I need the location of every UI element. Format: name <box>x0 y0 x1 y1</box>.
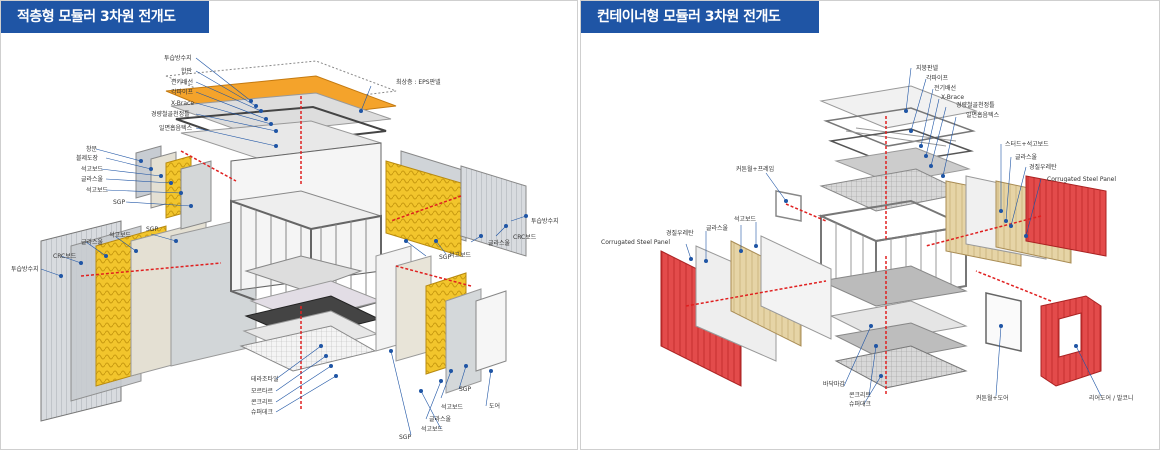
diagram-label: 최상층 : EPS판넬 <box>396 78 441 86</box>
diagram-label: SGP <box>459 386 471 393</box>
diagram-label: 커튼월+도어 <box>976 394 1009 402</box>
diagram-label: SGP <box>439 254 451 261</box>
diagram-label: X-Brace <box>941 94 964 101</box>
diagram-label: 석고보드 <box>441 403 464 411</box>
explode-arrows <box>80 96 472 411</box>
stacked-modular-diagram: 투습방수지 합판 전기배선 각파이프 X-Brace 경량철골천정틀 일면흡음텍… <box>11 54 559 441</box>
diagram-label: 전기배선 <box>171 78 193 86</box>
diagram-label: 석고보드 <box>86 186 109 194</box>
roof-layers <box>819 85 978 212</box>
diagram-label: Corrugated Steel Panel <box>601 239 670 246</box>
diagram-label: 지붕판넬 <box>916 64 939 72</box>
diagram-label: SGP <box>399 434 411 441</box>
diagram-label: 글라스울 <box>81 175 104 183</box>
diagram-label: 합판 <box>181 67 193 75</box>
diagram-label: 석고보드 <box>421 425 444 433</box>
diagram-label: 블제도장 <box>76 154 99 162</box>
diagram-label: 석고보드 <box>449 251 472 259</box>
diagram-label: 경질우레탄 <box>1029 163 1057 171</box>
diagram-label: 투습방수지 <box>164 54 192 62</box>
diagram-label: 바닥마감 <box>823 380 846 388</box>
diagram-label: 경질우레탄 <box>666 229 694 237</box>
diagram-label: 리어도어 / 발코니 <box>1089 394 1133 402</box>
diagram-label: 전기배선 <box>934 84 956 92</box>
right-labels: 지붕판넬 각파이프 전기배선 X-Brace 경량철골천정틀 일면흡음텍스 스터… <box>601 64 1133 408</box>
left-title-tab: 적층형 모듈러 3차원 전개도 <box>1 1 209 33</box>
diagram-label: 테라조타일 <box>251 375 279 383</box>
diagram-label: 슈퍼데크 <box>251 408 274 416</box>
diagram-label: 투습방수지 <box>11 265 39 273</box>
diagram-label: 글라스울 <box>706 224 729 232</box>
diagram-label: CRC보드 <box>513 234 537 241</box>
diagram-label: 슈퍼데크 <box>849 400 872 408</box>
diagram-label: 석고보드 <box>734 215 757 223</box>
diagram-label: SGP <box>113 199 125 206</box>
diagram-label: 석고보드 <box>109 231 132 239</box>
front-door-panels <box>375 245 507 394</box>
left-diagram-panel: 적층형 모듈러 3차원 전개도 <box>0 0 578 450</box>
diagram-label: 경량철골천정틀 <box>151 110 190 118</box>
right-diagram-panel: 컨테이너형 모듈러 3차원 전개도 <box>580 0 1160 450</box>
diagram-label: X-Brace <box>171 100 194 107</box>
diagram-label: 일면흡음텍스 <box>966 111 1000 119</box>
left-wall-stack <box>40 215 257 422</box>
explode-arrows <box>685 116 1052 396</box>
diagram-label: 모르타르 <box>251 387 274 395</box>
diagram-label: 콘크리트 <box>251 398 274 406</box>
left-wall-stack <box>660 190 832 387</box>
right-wall-stack <box>385 150 527 257</box>
diagram-label: 글라스울 <box>81 238 104 246</box>
left-labels: 투습방수지 합판 전기배선 각파이프 X-Brace 경량철골천정틀 일면흡음텍… <box>11 54 559 441</box>
container-modular-diagram: 지붕판넬 각파이프 전기배선 X-Brace 경량철골천정틀 일면흡음텍스 스터… <box>601 64 1133 408</box>
diagram-label: 글라스울 <box>1015 153 1038 161</box>
container-frame <box>817 199 970 307</box>
doors <box>985 292 1102 387</box>
diagram-label: CRC보드 <box>53 253 77 260</box>
diagram-label: 경량철골천정틀 <box>956 101 995 109</box>
diagram-label: 글라스울 <box>488 239 511 247</box>
right-title-tab: 컨테이너형 모듈러 3차원 전개도 <box>581 1 819 33</box>
diagram-label: 글라스울 <box>429 415 452 423</box>
diagram-label: 창문 <box>86 145 98 153</box>
diagram-label: 스터드+석고보드 <box>1005 140 1049 148</box>
right-wall-stack <box>945 175 1107 267</box>
diagram-label: 각파이프 <box>171 88 194 96</box>
diagram-label: 각파이프 <box>926 74 949 82</box>
diagram-label: 도어 <box>489 402 500 410</box>
diagram-label: 커튼월+프레임 <box>736 165 774 173</box>
diagram-label: SGP <box>146 226 158 233</box>
diagram-label: 일면흡음텍스 <box>159 124 193 132</box>
diagram-label: 석고보드 <box>81 165 104 173</box>
floor-layers <box>239 280 383 372</box>
diagram-label: Corrugated Steel Panel <box>1047 176 1116 183</box>
diagram-label: 콘크리트 <box>849 391 872 399</box>
floor-layers <box>829 300 968 389</box>
diagram-label: 투습방수지 <box>531 217 559 225</box>
back-left-panels <box>135 145 212 230</box>
steel-frame <box>230 142 382 323</box>
